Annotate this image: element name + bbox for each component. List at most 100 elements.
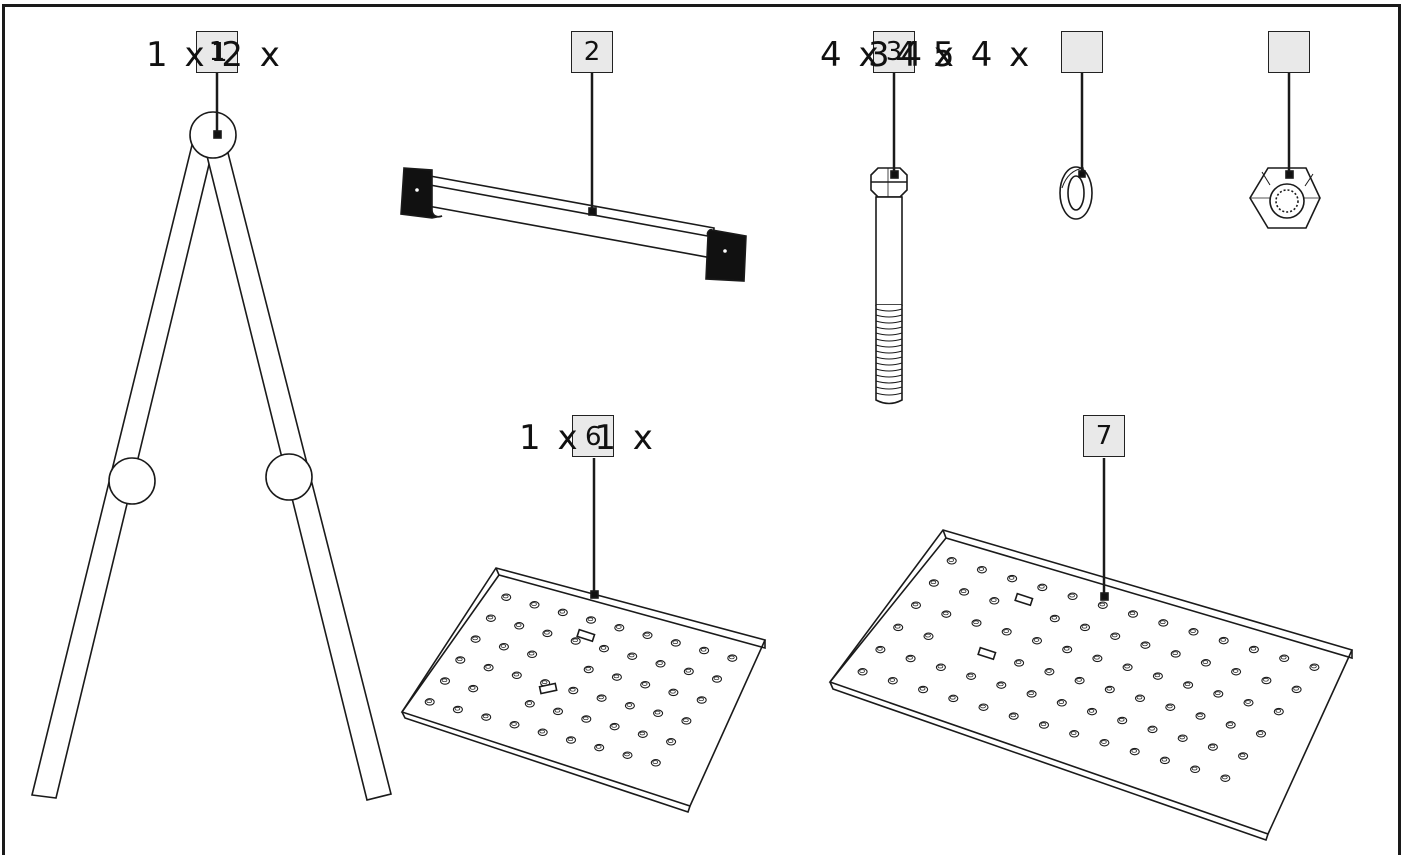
perforation-hole-rim [472, 636, 478, 641]
callout-part-3: 3 [873, 31, 915, 73]
perforation-hole-rim [526, 701, 533, 705]
perforation-hole-rim [1191, 766, 1198, 771]
perforation-hole-rim [1215, 691, 1221, 695]
perforation-hole-rim [998, 682, 1004, 687]
perforation-hole-rim [600, 646, 607, 650]
perforation-hole-rim [973, 620, 979, 625]
perforation-hole-rim [611, 724, 617, 728]
perforation-hole-rim [859, 669, 865, 673]
perforation-hole-rim [877, 647, 883, 651]
bolt-drawing [870, 167, 908, 405]
callout-label-1: 1 [208, 37, 226, 67]
perforation-hole-rim [595, 745, 602, 749]
perforation-hole-rim [1124, 664, 1130, 669]
perforation-hole-rim [1106, 687, 1113, 691]
perforation-hole-rim [1245, 700, 1251, 704]
perforation-hole-rim [485, 665, 491, 669]
leader-dot-1 [213, 130, 222, 139]
quantity-part-3-extra: 3 4 5 [868, 35, 955, 75]
perforation-hole-rim [570, 688, 576, 692]
perforation-hole-rim [613, 674, 620, 679]
perforation-hole-rim [644, 632, 650, 637]
callout-label-6-extra: 6 [585, 422, 602, 452]
perforation-hole-rim [1051, 616, 1058, 620]
perforation-hole-rim [907, 656, 913, 660]
perforation-hole-rim [454, 707, 461, 711]
perforation-hole-rim [1088, 709, 1095, 713]
perforation-hole-rim [919, 687, 926, 691]
leader-dot-5 [1285, 170, 1294, 179]
sheet-frame [2, 4, 1401, 855]
perforation-hole-rim [685, 668, 692, 673]
perforation-hole-rim [628, 653, 635, 658]
washer-drawing [1059, 166, 1093, 220]
perforation-hole-rim [572, 638, 578, 643]
perforation-hole-rim [683, 718, 689, 722]
perforation-hole-rim [912, 602, 919, 607]
perforation-hole-rim [1015, 660, 1022, 664]
perforation-hole-rim [654, 710, 661, 715]
perforation-hole-rim [1063, 647, 1070, 651]
crossbar-drawing [400, 167, 747, 282]
perforation-hole-rim [1111, 633, 1118, 638]
perforation-hole-rim [1232, 669, 1239, 673]
perforation-hole-rim [616, 625, 622, 629]
perforation-hole-rim [978, 567, 985, 571]
perforation-hole-rim [1275, 709, 1282, 713]
perforation-hole-rim [948, 558, 954, 562]
perforation-hole-rim [541, 680, 548, 684]
perforation-hole-rim [641, 682, 648, 686]
perforation-hole-rim [441, 678, 448, 683]
perforation-hole-rim [1094, 655, 1100, 660]
perforation-hole-rim [1008, 576, 1015, 580]
perforation-hole-rim [1167, 704, 1173, 709]
perforation-hole-rim [1039, 584, 1045, 589]
callout-label-2: 2 [583, 37, 601, 67]
perforation-hole-rim [1081, 624, 1088, 629]
callout-part-2: 2 [571, 31, 613, 73]
callout-part-1: 1 1 [196, 31, 238, 73]
callout-label-7: 7 [1095, 421, 1113, 451]
perforation-hole-rim [1003, 629, 1009, 633]
perforation-hole-rim [1280, 655, 1287, 660]
perforation-hole-rim [1142, 642, 1148, 647]
perforation-hole-rim [585, 667, 591, 671]
perforation-hole-rim [698, 697, 704, 702]
perforation-hole-rim [457, 657, 463, 662]
perforation-hole-rim [667, 739, 674, 743]
perforation-hole-rim [1149, 726, 1155, 731]
perforation-hole-rim [1184, 682, 1191, 687]
callout-part-4 [1061, 31, 1103, 73]
perforation-hole-rim [531, 602, 537, 606]
perforation-hole-rim [1293, 686, 1299, 691]
perforation-hole-rim [950, 695, 956, 700]
perforation-hole-rim [559, 609, 566, 614]
perforation-hole-rim [1222, 775, 1228, 780]
perforation-hole-rim [937, 664, 944, 669]
perforation-hole-rim [1227, 722, 1233, 726]
perforation-hole-rim [1099, 602, 1106, 607]
callout-part-7: 7 [1083, 415, 1125, 457]
perforation-hole-rim [1263, 678, 1269, 682]
perforation-hole-rim [1028, 691, 1034, 695]
perforation-hole-rim [624, 752, 630, 757]
perforation-hole-rim [587, 617, 594, 622]
perforation-hole-rim [652, 760, 659, 764]
perforation-hole-rim [1129, 611, 1136, 616]
perforation-hole-rim [894, 624, 901, 629]
leader-dot-2 [588, 207, 597, 216]
perforation-hole-rim [1172, 651, 1178, 655]
perforation-hole-rim [515, 623, 522, 627]
perforation-hole-rim [930, 580, 937, 585]
leader-dot-7 [1100, 592, 1109, 601]
a-frame-leg-drawing [31, 111, 392, 801]
perforation-hole-rim [1131, 749, 1137, 753]
perforation-hole-rim [657, 661, 663, 665]
perforation-hole-rim [1179, 735, 1185, 740]
perforation-hole-rim [1202, 660, 1209, 664]
perforation-hole-rim [482, 714, 489, 719]
perforation-hole-rim [1046, 669, 1052, 673]
perforation-hole-rim [943, 611, 949, 616]
perforation-hole-rim [980, 704, 986, 709]
quantity-part-6: 1 x 1 x [519, 418, 656, 458]
